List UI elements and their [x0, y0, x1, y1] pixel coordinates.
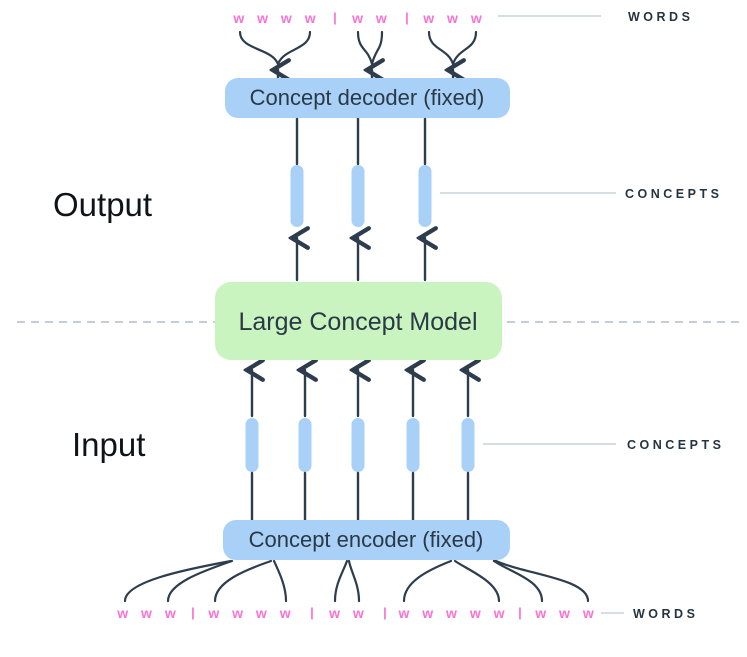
concept-bar	[298, 418, 312, 472]
words-to-encoder-fans	[123, 558, 590, 603]
concept-bar	[406, 418, 420, 472]
word-separator: |	[405, 10, 409, 25]
lcm-to-output-concept-arrows	[297, 238, 425, 282]
concept-bar	[461, 418, 475, 472]
word-separator: |	[191, 605, 195, 620]
word-group: w w w w	[232, 10, 316, 26]
word-group: w w	[351, 10, 388, 26]
concept-decoder-box	[225, 78, 510, 118]
bottom-word-row: w w w | w w w w | w w | w w w w w | w w …	[116, 605, 594, 621]
word-group: w w w	[534, 605, 594, 621]
top-word-row: w w w w | w w | w w w	[232, 10, 482, 26]
concept-bar	[351, 165, 365, 227]
output-concept-bars	[290, 165, 432, 227]
word-group: w w w	[116, 605, 176, 621]
words-top-label: WORDS	[628, 10, 693, 24]
concept-encoder-box	[223, 520, 510, 560]
concept-encoder-label: Concept encoder (fixed)	[249, 527, 484, 552]
concepts-output-label: CONCEPTS	[625, 187, 722, 201]
concept-bar	[245, 418, 259, 472]
large-concept-model-label: Large Concept Model	[238, 308, 477, 336]
concept-bar	[418, 165, 432, 227]
decoder-to-concept-lines	[295, 115, 427, 166]
word-group: w w w w w	[397, 605, 505, 621]
input-section-label: Input	[72, 426, 145, 463]
output-section-label: Output	[53, 186, 152, 223]
input-concept-to-lcm-arrows	[252, 370, 468, 418]
reference-lines	[440, 15, 624, 614]
encoder-to-concept-lines	[250, 471, 470, 522]
concepts-input-label: CONCEPTS	[627, 438, 724, 452]
word-separator: |	[518, 605, 522, 620]
concept-decoder-label: Concept decoder (fixed)	[250, 85, 485, 110]
large-concept-model-box	[215, 282, 502, 360]
concept-bar	[290, 165, 304, 227]
input-concept-bars	[245, 418, 475, 472]
decoder-to-words-fans	[238, 30, 478, 66]
concept-bar	[351, 418, 365, 472]
word-separator: |	[383, 605, 387, 620]
decoder-top-arrows	[278, 70, 453, 78]
word-group: w w	[328, 605, 365, 621]
word-group: w w w w	[207, 605, 291, 621]
word-group: w w w	[422, 10, 482, 26]
words-bottom-label: WORDS	[633, 607, 698, 621]
word-separator: |	[310, 605, 314, 620]
word-separator: |	[333, 10, 337, 25]
